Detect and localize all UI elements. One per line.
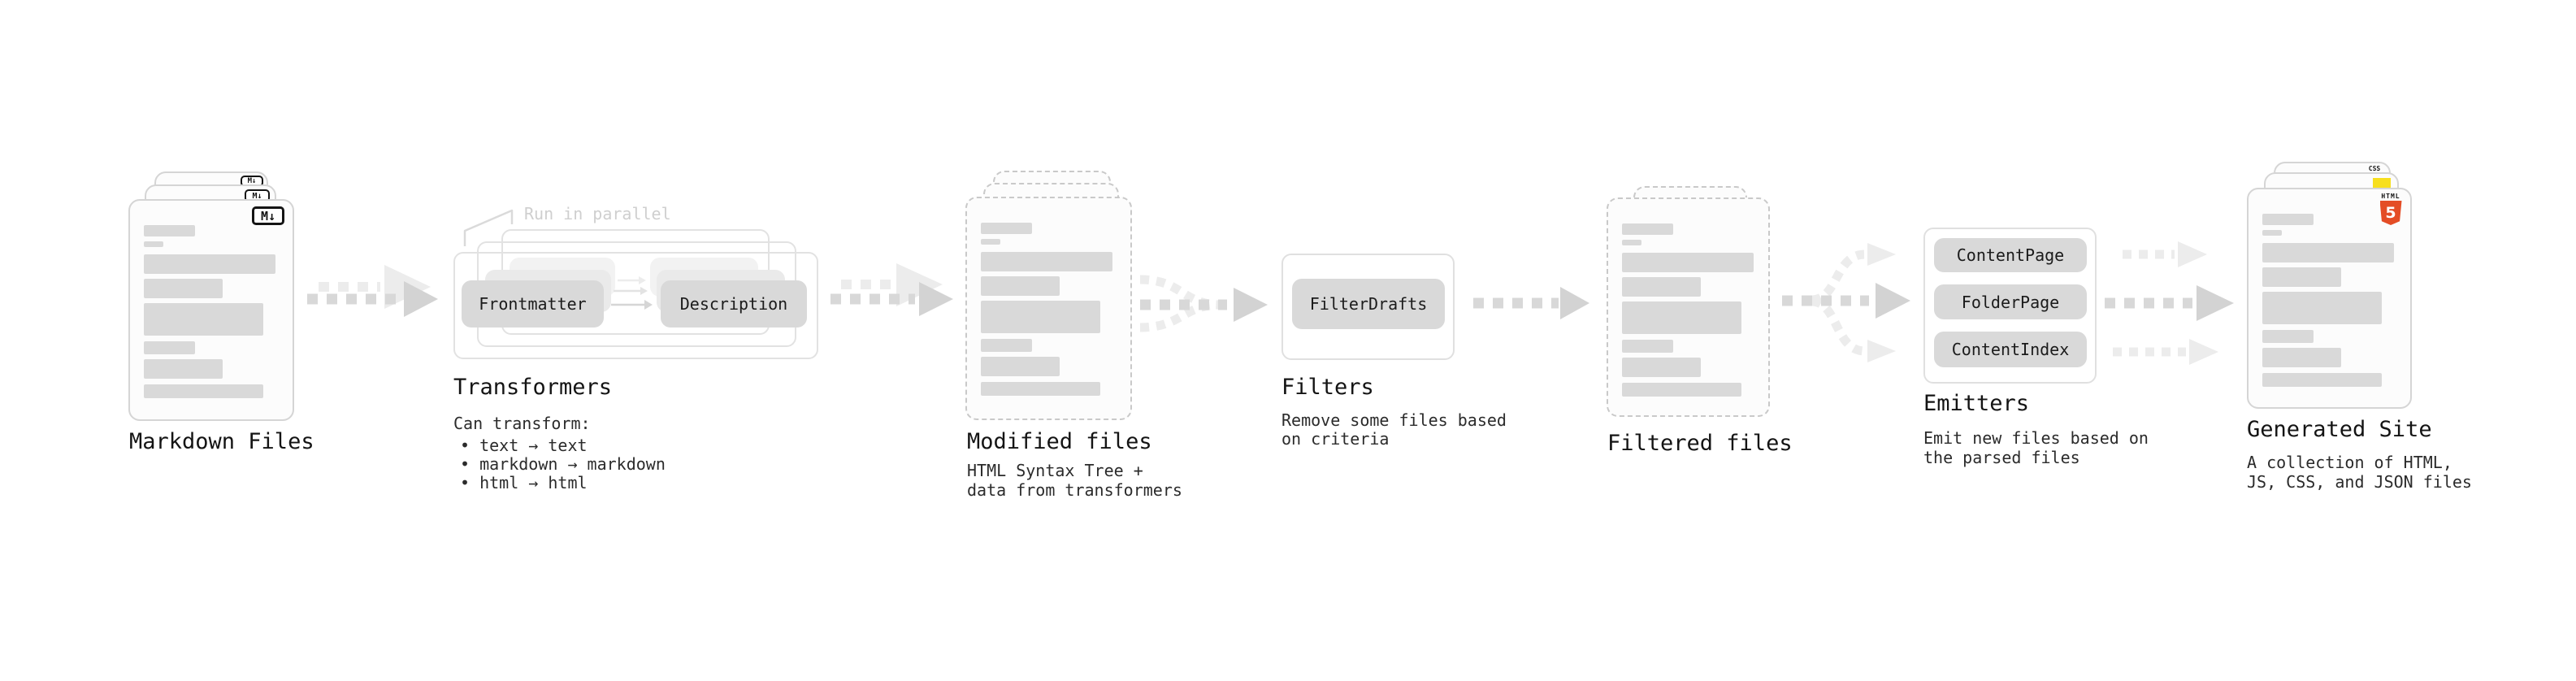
run-in-parallel-leader-line	[463, 209, 514, 246]
skeleton-bar	[144, 359, 223, 379]
markdown-icon: M↓	[252, 206, 284, 225]
markdown-file-card-front: M↓	[128, 199, 294, 421]
generated-site-desc: JS, CSS, and JSON files	[2247, 472, 2472, 492]
filters-desc: on criteria	[1281, 429, 1390, 449]
modified-files-desc: HTML Syntax Tree +	[967, 461, 1143, 480]
flow-arrow-emitters-to-generated	[2105, 241, 2234, 365]
skeleton-bar	[1622, 383, 1741, 397]
frontmatter-pill: Frontmatter	[462, 280, 604, 327]
emitters-desc: Emit new files based on	[1923, 428, 2149, 448]
skeleton-bar	[144, 279, 223, 298]
flow-arrow-filtered-to-emitters	[1782, 243, 1910, 362]
skeleton-bar	[2262, 230, 2282, 236]
skeleton-bar	[981, 252, 1112, 271]
transformers-bullet: • text → text	[460, 436, 588, 455]
markdown-files-label: Markdown Files	[129, 429, 314, 454]
generated-site-heading: Generated Site	[2247, 417, 2432, 442]
transformer-box-front	[453, 252, 818, 359]
contentpage-pill: ContentPage	[1934, 238, 2087, 272]
flow-arrow-filters-to-filtered	[1473, 287, 1589, 319]
generated-site-desc: A collection of HTML,	[2247, 453, 2452, 472]
skeleton-bar	[1622, 340, 1673, 353]
filterdrafts-pill: FilterDrafts	[1292, 279, 1445, 329]
skeleton-bar	[2262, 267, 2341, 287]
html5-icon-word: HTML	[2381, 193, 2400, 200]
skeleton-bar	[981, 223, 1032, 234]
filtered-files-heading: Filtered files	[1607, 431, 1793, 456]
transformers-heading: Transformers	[453, 375, 613, 400]
html5-icon-shield: 5	[2379, 201, 2402, 225]
description-pill: Description	[661, 280, 807, 327]
skeleton-bar	[1622, 277, 1701, 297]
skeleton-bar	[2262, 348, 2341, 367]
skeleton-bar	[1622, 358, 1701, 377]
skeleton-bar	[981, 339, 1032, 352]
emitters-desc: the parsed files	[1923, 448, 2080, 467]
skeleton-bar	[981, 239, 1000, 245]
html5-icon: HTML 5	[2377, 193, 2405, 225]
skeleton-bar	[144, 341, 195, 354]
generated-site-card-front: HTML 5	[2247, 188, 2412, 409]
filters-desc: Remove some files based	[1281, 410, 1507, 430]
skeleton-bar	[1622, 240, 1641, 245]
skeleton-bar	[981, 357, 1060, 376]
html5-icon-number: 5	[2385, 204, 2396, 222]
folderpage-pill: FolderPage	[1934, 284, 2087, 319]
transformer-parallel-arrows	[611, 276, 653, 310]
skeleton-bar	[2262, 214, 2314, 225]
skeleton-bar	[1622, 223, 1673, 235]
skeleton-bar	[1622, 301, 1741, 334]
transformers-desc-title: Can transform:	[453, 414, 591, 433]
skeleton-bar	[144, 241, 163, 247]
skeleton-bar	[144, 225, 195, 236]
flow-arrow-modified-to-filters	[1139, 275, 1268, 332]
skeleton-bar	[144, 384, 263, 398]
skeleton-bar	[981, 276, 1060, 296]
filtered-file-card-front	[1607, 197, 1770, 417]
skeleton-bar	[144, 303, 263, 336]
skeleton-bar	[2262, 292, 2382, 324]
contentindex-pill: ContentIndex	[1934, 332, 2087, 367]
run-in-parallel-annotation: Run in parallel	[524, 204, 671, 223]
skeleton-bar	[2262, 373, 2382, 387]
skeleton-bar	[981, 301, 1100, 333]
emitters-heading: Emitters	[1923, 391, 2030, 416]
flow-arrow-markdown-to-transformers	[307, 265, 438, 317]
filters-heading: Filters	[1281, 375, 1374, 400]
modified-files-heading: Modified files	[967, 429, 1152, 454]
transformers-bullet: • html → html	[460, 473, 588, 492]
flow-arrow-transformers-to-modified	[830, 263, 953, 316]
modified-files-desc: data from transformers	[967, 480, 1182, 500]
skeleton-bar	[2262, 243, 2394, 262]
skeleton-bar	[1622, 253, 1754, 272]
skeleton-bar	[144, 254, 275, 274]
transformers-bullet: • markdown → markdown	[460, 454, 666, 474]
skeleton-bar	[981, 382, 1100, 396]
skeleton-bar	[2262, 330, 2314, 343]
javascript-icon	[2373, 178, 2391, 189]
modified-file-card-front	[965, 197, 1132, 420]
